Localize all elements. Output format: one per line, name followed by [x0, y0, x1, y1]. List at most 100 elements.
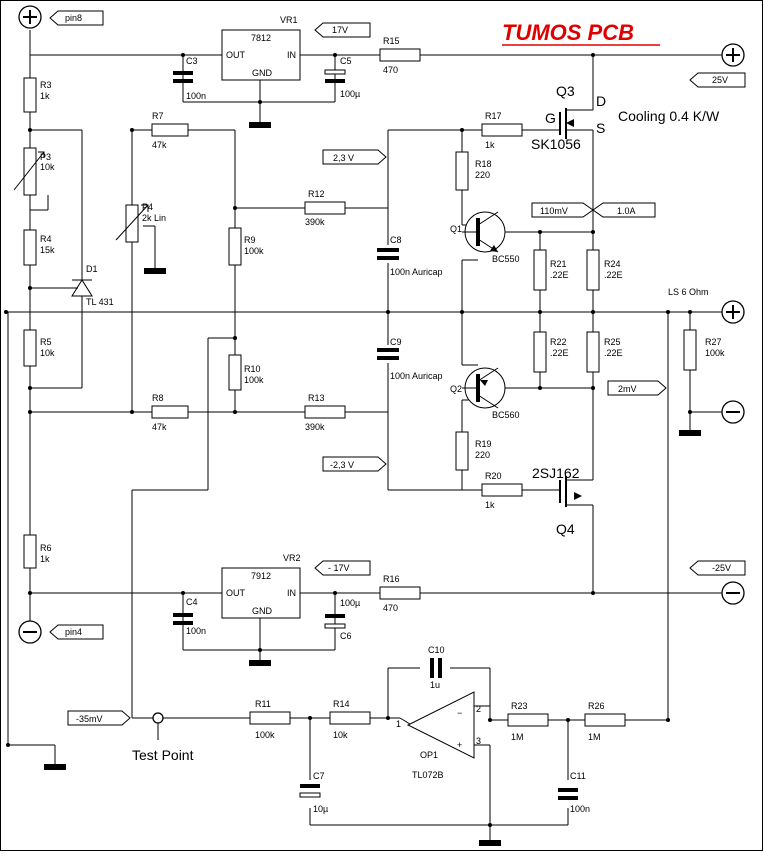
svg-text:R10: R10 — [244, 364, 261, 374]
capacitor-c3: C3 100n — [173, 56, 206, 101]
potentiometer-p3[interactable]: P3 10k — [13, 147, 55, 196]
resistor-r20: R20 1k — [481, 471, 523, 510]
capacitor-c5: C5 100µ — [324, 56, 360, 99]
svg-text:R6: R6 — [40, 543, 52, 553]
resistor-r16: R16 470 — [379, 574, 421, 613]
svg-text:R16: R16 — [383, 574, 400, 584]
resistor-r9: R9 100k — [228, 227, 264, 266]
svg-text:220: 220 — [475, 450, 490, 460]
svg-text:100k: 100k — [705, 348, 725, 358]
tag-25v: 25V — [689, 72, 746, 88]
terminal-rail-pos[interactable] — [721, 43, 745, 67]
svg-text:R25: R25 — [604, 337, 621, 347]
svg-text:R15: R15 — [383, 36, 400, 46]
resistor-r23: R23 1M — [507, 701, 549, 742]
svg-text:C7: C7 — [313, 771, 325, 781]
svg-text:GND: GND — [252, 606, 273, 616]
svg-text:15k: 15k — [40, 245, 55, 255]
svg-text:100k: 100k — [244, 375, 264, 385]
svg-text:100n: 100n — [186, 626, 206, 636]
svg-text:G: G — [545, 110, 556, 126]
resistor-r25: R25 .22E — [586, 331, 623, 373]
svg-text:BC560: BC560 — [492, 410, 520, 420]
svg-text:47k: 47k — [152, 140, 167, 150]
terminal-ls-pos[interactable] — [721, 300, 745, 324]
svg-text:.22E: .22E — [604, 348, 623, 358]
svg-text:S: S — [596, 120, 605, 136]
svg-text:R4: R4 — [40, 234, 52, 244]
svg-text:.22E: .22E — [550, 270, 569, 280]
resistor-r3: R3 1k — [23, 77, 52, 113]
svg-text:-35mV: -35mV — [76, 714, 103, 724]
resistor-r4: R4 15k — [23, 229, 55, 266]
svg-text:-25V: -25V — [712, 563, 731, 573]
svg-text:7812: 7812 — [251, 33, 271, 43]
transistor-q1: Q1 BC550 — [450, 211, 520, 264]
terminal-pin4[interactable] — [18, 620, 42, 644]
tag-1a: 1.0A — [592, 202, 656, 218]
svg-text:1k: 1k — [485, 500, 495, 510]
tag-neg-25v: -25V — [689, 560, 746, 576]
resistor-r17: R17 1k — [481, 111, 523, 150]
svg-text:R24: R24 — [604, 259, 621, 269]
svg-text:R27: R27 — [705, 337, 722, 347]
svg-text:1u: 1u — [430, 680, 440, 690]
capacitor-c6: 100µ C6 — [324, 598, 360, 641]
resistor-r11: R11 100k — [249, 699, 291, 740]
svg-text:390k: 390k — [305, 217, 325, 227]
svg-text:VR2: VR2 — [283, 553, 301, 563]
svg-text:10k: 10k — [40, 348, 55, 358]
svg-text:IN: IN — [287, 50, 296, 60]
svg-text:Q4: Q4 — [556, 521, 575, 537]
svg-text:Q3: Q3 — [556, 83, 575, 99]
svg-text:D: D — [596, 93, 606, 109]
svg-text:470: 470 — [383, 65, 398, 75]
svg-text:pin4: pin4 — [65, 627, 82, 637]
svg-text:100n: 100n — [570, 804, 590, 814]
resistor-r26: R26 1M — [584, 701, 626, 742]
svg-text:R22: R22 — [550, 337, 567, 347]
svg-text:R18: R18 — [475, 159, 492, 169]
svg-text:C6: C6 — [340, 631, 352, 641]
svg-text:R11: R11 — [255, 699, 271, 709]
svg-text:.22E: .22E — [550, 348, 569, 358]
test-point[interactable] — [152, 712, 164, 740]
svg-text:R21: R21 — [550, 259, 567, 269]
regulator-vr2: VR2 7912 OUT IN GND — [221, 553, 301, 619]
svg-text:GND: GND — [252, 68, 273, 78]
capacitor-c11: C11 100n — [558, 771, 590, 814]
svg-text:C3: C3 — [186, 56, 198, 66]
terminal-rail-neg[interactable] — [721, 581, 745, 605]
svg-text:R13: R13 — [308, 393, 325, 403]
svg-text:3: 3 — [476, 736, 481, 746]
resistor-r6: R6 1k — [23, 534, 52, 569]
potentiometer-p4[interactable]: P4 2k Lin — [115, 202, 166, 243]
svg-text:100k: 100k — [255, 730, 275, 740]
terminal-pin8[interactable] — [18, 5, 42, 29]
svg-text:2SJ162: 2SJ162 — [532, 465, 580, 481]
svg-text:110mV: 110mV — [540, 206, 568, 216]
svg-text:100n: 100n — [186, 91, 206, 101]
svg-text:TL072B: TL072B — [412, 770, 444, 780]
svg-text:R14: R14 — [333, 699, 350, 709]
tag-pin8: pin8 — [49, 10, 104, 26]
resistor-r8: R8 47k — [151, 393, 189, 432]
svg-text:1.0A: 1.0A — [617, 206, 636, 216]
resistor-r10: R10 100k — [228, 354, 264, 391]
svg-text:C8: C8 — [390, 235, 402, 245]
svg-text:220: 220 — [475, 170, 490, 180]
terminal-ls-neg[interactable] — [721, 400, 745, 424]
svg-text:IN: IN — [287, 588, 296, 598]
wiring — [6, 30, 722, 840]
svg-text:C5: C5 — [340, 56, 352, 66]
capacitor-c10: C10 1u — [428, 645, 445, 690]
svg-text:10k: 10k — [40, 162, 55, 172]
svg-text:+: + — [457, 740, 462, 750]
svg-text:1k: 1k — [40, 91, 50, 101]
svg-text:R20: R20 — [485, 471, 502, 481]
mosfet-q4: 2SJ162 Q4 — [532, 465, 594, 537]
resistor-r19: R19 220 — [455, 431, 492, 471]
svg-text:OP1: OP1 — [420, 750, 438, 760]
svg-text:10µ: 10µ — [313, 804, 328, 814]
